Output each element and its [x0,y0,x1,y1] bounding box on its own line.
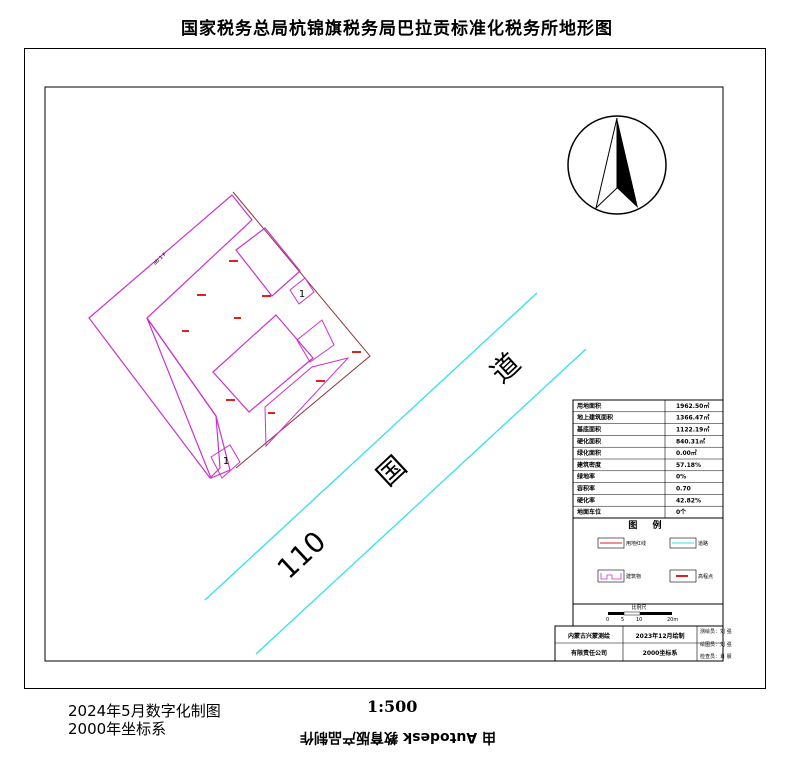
stat-label: 用地面积 [576,402,601,410]
scale-tick-10: 10 [636,617,642,623]
elevation-points [182,260,361,414]
stat-value: 0个 [676,508,687,516]
scale-tick-5: 5 [621,617,624,623]
stat-label: 容积率 [576,485,595,493]
road-char-dao: 道 [484,346,527,389]
stat-label: 绿化面积 [577,449,601,457]
legend-building-label: 建筑物 [626,573,641,580]
stat-label: 地上建筑面积 [577,414,613,422]
stat-value: 1962.50㎡ [676,402,709,410]
stat-value: 42.82% [676,497,701,504]
central-building [212,314,350,448]
property-boundary [232,191,371,469]
north-arrow-icon [567,115,667,215]
draw-date: 2023年12月绘制 [635,632,684,640]
road-char-guo: 国 [370,449,413,492]
legend: 图 例 用地红线 道路 建筑物 高程点 [572,517,724,605]
map-scale: 1:500 [367,697,418,716]
unit-name-line1: 内蒙古兴蒙测绘 [568,632,610,640]
inner-frame [44,86,724,662]
stat-label: 绿地率 [577,473,595,481]
stat-value: 0.70 [676,486,691,493]
legend-road-label: 道路 [698,540,708,547]
stat-value: 57.18% [676,462,701,469]
checker: 检查员：肖 晨 [700,653,732,660]
road-edge-upper [204,292,538,601]
scale-bar: 比例尺 0 5 10 20m [572,603,724,627]
drafter: 绘图员：刘 强 [700,641,732,648]
stat-value: 0% [676,474,686,481]
scale-bar-label: 比例尺 [631,604,646,611]
title-block: 内蒙古兴蒙测绘 有限责任公司 2023年12月绘制 2000坐标系 测绘员：刘 … [554,625,732,662]
stat-value: 1366.47㎡ [676,414,709,422]
title-coord: 2000坐标系 [643,649,678,657]
road-edge-lower [255,348,587,655]
surveyor: 测绘员：刘 强 [700,628,732,635]
stat-label: 地面车位 [577,508,601,516]
stat-label: 硬化率 [577,496,595,504]
stat-label: 硬化面积 [577,437,601,445]
legend-boundary-label: 用地红线 [626,540,646,547]
stat-label: 建筑密度 [577,461,602,469]
scale-tick-20: 20m [667,617,678,623]
unit-name-line2: 有限责任公司 [571,649,607,657]
scale-tick-0: 0 [606,617,609,623]
legend-elevation-label: 高程点 [698,573,713,580]
building-label-2: 1 [299,289,305,300]
road-number-label: 110 [271,525,333,586]
footer-date: 2024年5月数字化制图 [68,702,221,720]
legend-title: 图 例 [628,519,667,531]
stat-value: 0.00㎡ [676,449,697,457]
main-building: 1 ab.1 F [88,194,253,479]
building-annot: ab.1 F [152,252,168,267]
stat-label: 基底面积 [576,426,601,434]
annex-building: 1 [235,227,315,305]
outer-frame [24,48,766,689]
stat-value: 840.31㎡ [676,437,705,445]
map-title: 国家税务总局杭锦旗税务局巴拉贡标准化税务所地形图 [181,19,613,39]
stat-value: 1122.19㎡ [676,426,709,434]
autodesk-credit: 由 Autodesk 教育版产品制作 [300,729,497,745]
footer-coord-system: 2000年坐标系 [68,720,167,738]
building-label-1: 1 [223,456,229,467]
